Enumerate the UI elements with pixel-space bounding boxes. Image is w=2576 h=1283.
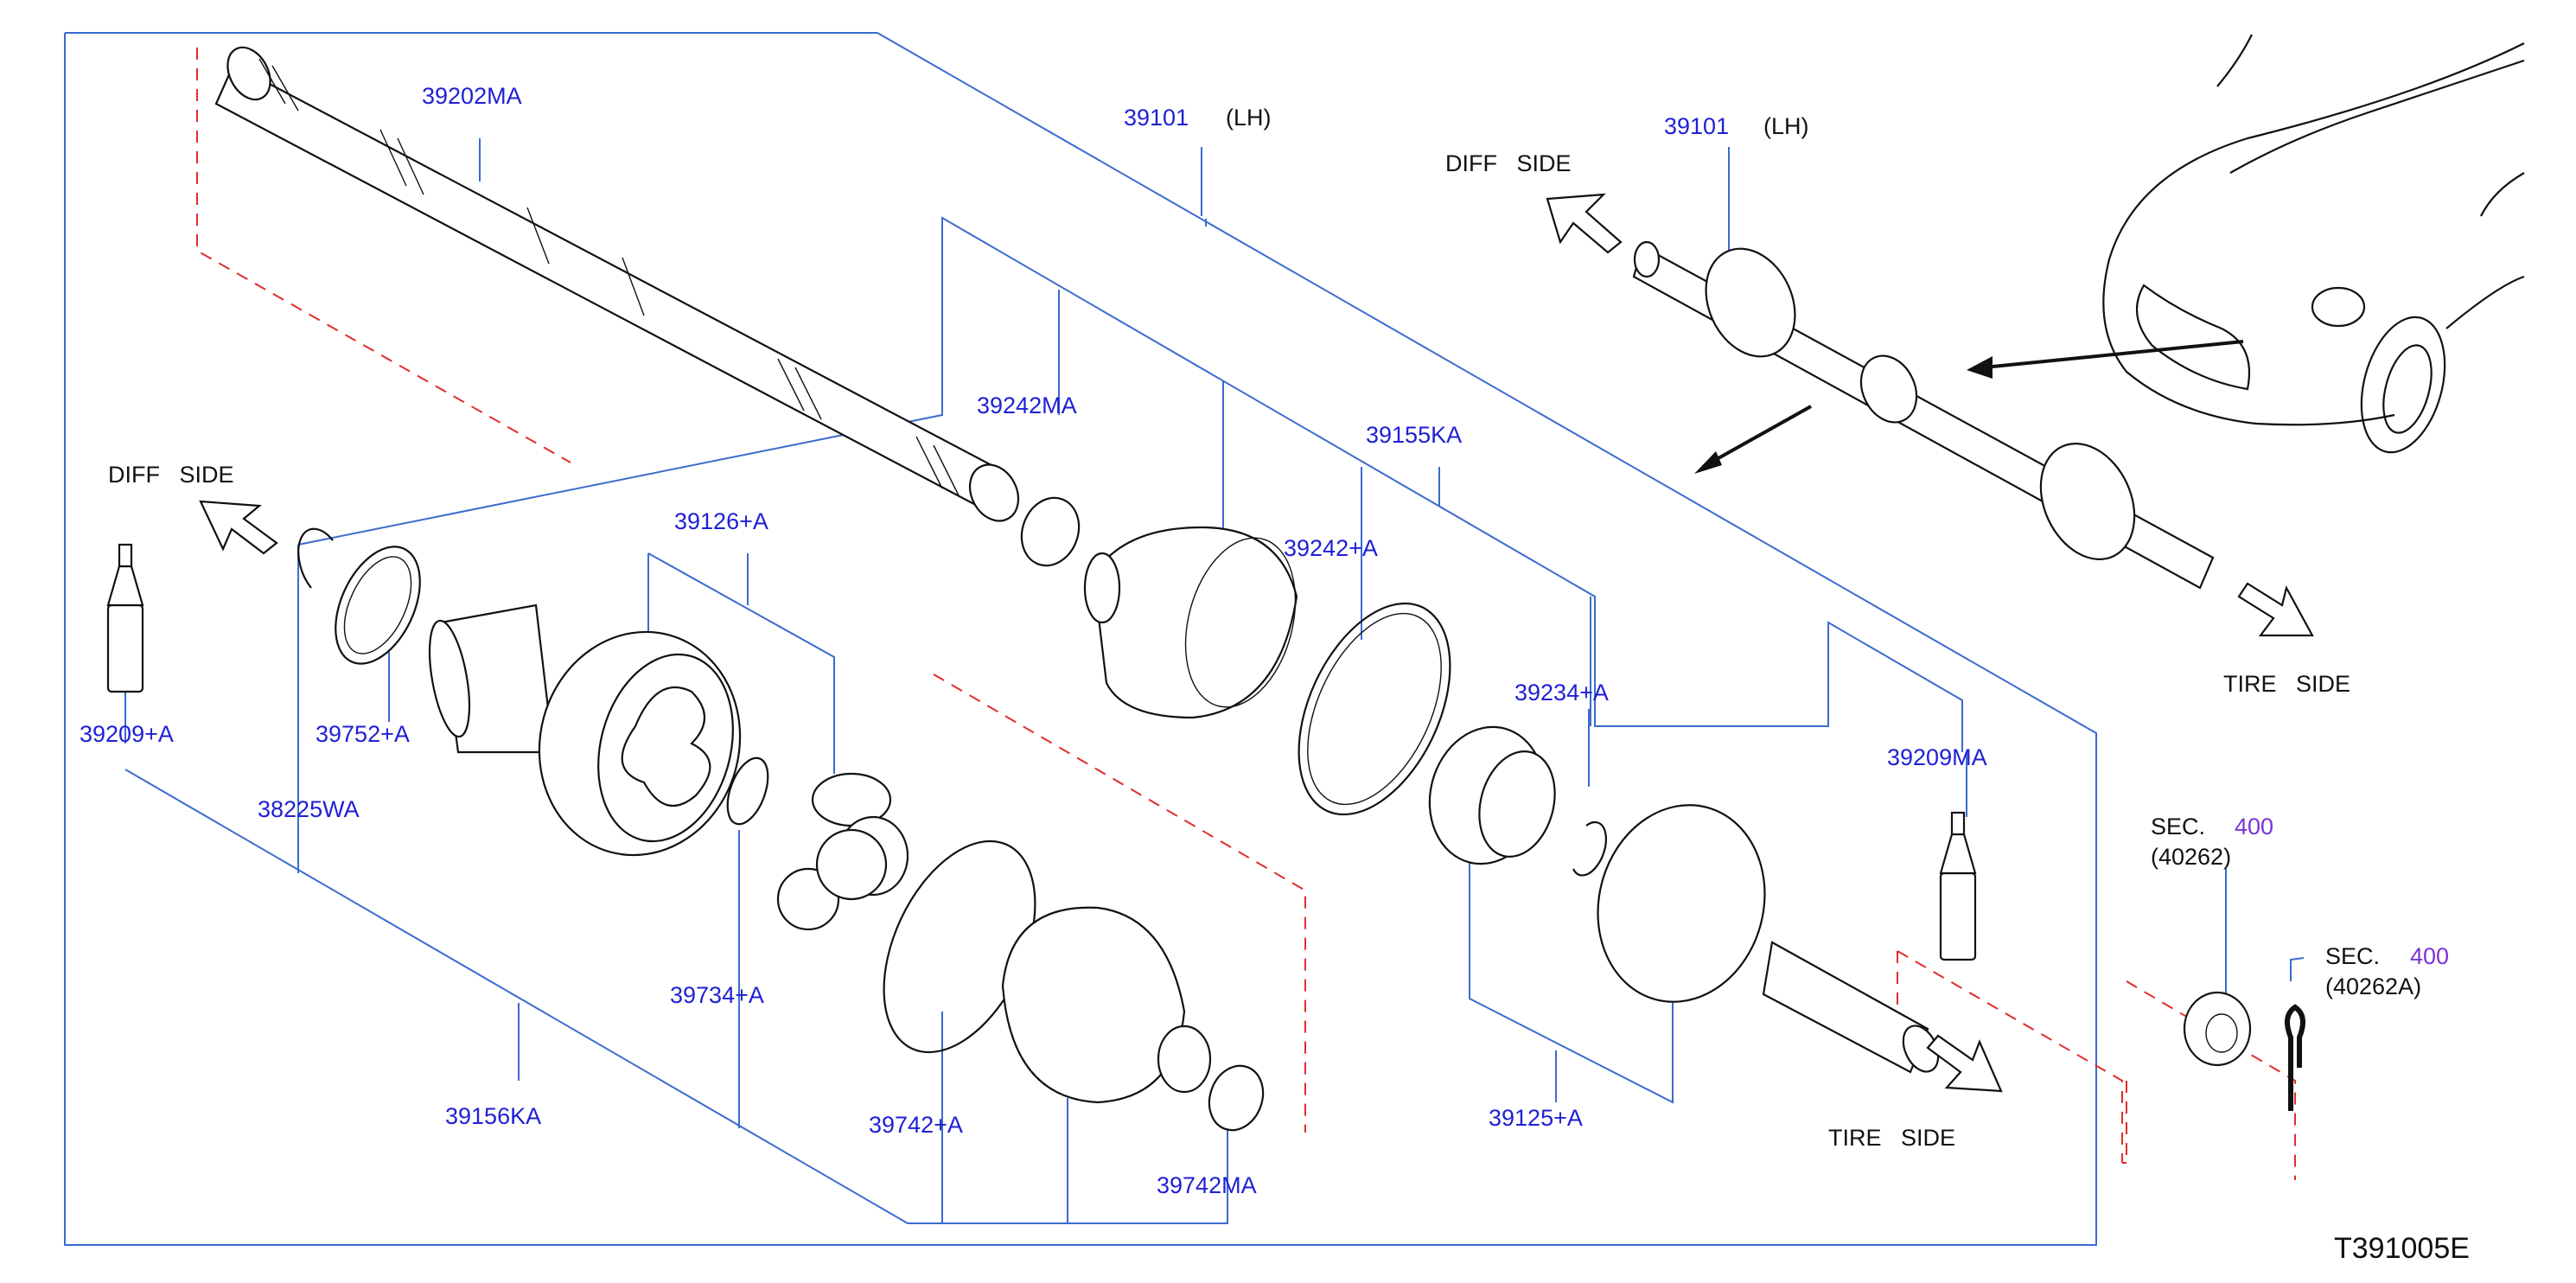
snap-ring-39734a bbox=[726, 756, 769, 826]
label-39125a: 39125+A bbox=[1489, 1105, 1583, 1131]
ring-39752a bbox=[335, 546, 421, 665]
axle-nut bbox=[2183, 991, 2252, 1067]
main-frame bbox=[64, 32, 2097, 1246]
sec2-prefix: SEC. bbox=[2325, 943, 2380, 969]
inset-pointer-2 bbox=[1983, 340, 2244, 369]
label-39209ma: 39209MA bbox=[1887, 744, 1987, 770]
circlip-39234a bbox=[1572, 821, 1608, 877]
car-silhouette bbox=[2102, 34, 2525, 454]
label-39101-main-side: (LH) bbox=[1226, 105, 1272, 131]
label-39101-inset: 39101 bbox=[1664, 113, 1729, 139]
inset-arrow-tire bbox=[2237, 582, 2314, 637]
label-38225wa: 38225WA bbox=[258, 796, 360, 822]
grease-tube-39209a bbox=[106, 543, 144, 693]
inset-arrow-diff bbox=[1546, 193, 1623, 254]
drive-shaft-39202ma bbox=[214, 46, 1020, 522]
label-39734a: 39734+A bbox=[670, 982, 764, 1008]
band-39742ma bbox=[1208, 1064, 1265, 1132]
label-tire-side-inset: TIRE SIDE bbox=[2223, 671, 2350, 697]
label-39126a: 39126+A bbox=[674, 508, 768, 534]
label-39202ma: 39202MA bbox=[422, 83, 522, 109]
section-references: SEC. 400 (40262) SEC. 400 (40262A) bbox=[2151, 814, 2449, 999]
label-39234a: 39234+A bbox=[1514, 680, 1609, 705]
band-39242a bbox=[1298, 602, 1451, 816]
label-39101-main: 39101 bbox=[1124, 105, 1189, 131]
part-number-labels: 39202MA 39101 (LH) 39101 (LH) 39242MA 39… bbox=[80, 83, 1987, 1198]
tire-side-arrow bbox=[1926, 1034, 2003, 1093]
cotter-pin bbox=[2285, 1004, 2305, 1111]
sec1-number: 400 bbox=[2235, 814, 2273, 839]
ball-cage-39234a bbox=[1428, 725, 1556, 865]
grease-tube-39209ma bbox=[1939, 811, 1977, 961]
label-diff-side-left: DIFF SIDE bbox=[108, 462, 234, 488]
inner-housing-39126a bbox=[428, 603, 742, 857]
outer-boot bbox=[1001, 906, 1212, 1104]
dashed-reference-lines bbox=[196, 48, 2296, 1180]
outer-joint-39125a bbox=[1597, 804, 1940, 1074]
circlip-38225wa bbox=[297, 527, 334, 589]
sec1-prefix: SEC. bbox=[2151, 814, 2205, 839]
sec2-code: (40262A) bbox=[2325, 973, 2421, 999]
diff-side-arrow bbox=[199, 500, 278, 555]
sec1-code: (40262) bbox=[2151, 844, 2231, 870]
label-39242ma: 39242MA bbox=[977, 393, 1077, 418]
spider-tripod bbox=[776, 772, 909, 931]
inset-pointer-1 bbox=[1702, 405, 1812, 469]
sec2-number: 400 bbox=[2410, 943, 2449, 969]
inner-boot bbox=[1083, 526, 1298, 719]
label-tire-side-main: TIRE SIDE bbox=[1828, 1125, 1955, 1151]
direction-labels: DIFF SIDE DIFF SIDE TIRE SIDE TIRE SIDE bbox=[108, 150, 2350, 1151]
label-39101-inset-side: (LH) bbox=[1763, 113, 1809, 139]
label-39242a: 39242+A bbox=[1284, 535, 1378, 561]
drawing-code: T391005E bbox=[2334, 1232, 2470, 1265]
label-39752a: 39752+A bbox=[316, 721, 410, 747]
label-39156ka: 39156KA bbox=[445, 1103, 541, 1129]
band-39242ma bbox=[1020, 496, 1081, 567]
label-39155ka: 39155KA bbox=[1366, 422, 1462, 448]
label-39742a: 39742+A bbox=[869, 1112, 963, 1138]
label-diff-side-inset: DIFF SIDE bbox=[1445, 150, 1572, 176]
label-39742ma: 39742MA bbox=[1157, 1172, 1257, 1198]
label-39209a: 39209+A bbox=[80, 721, 174, 747]
inset-shaft-assembly bbox=[1632, 240, 2215, 590]
